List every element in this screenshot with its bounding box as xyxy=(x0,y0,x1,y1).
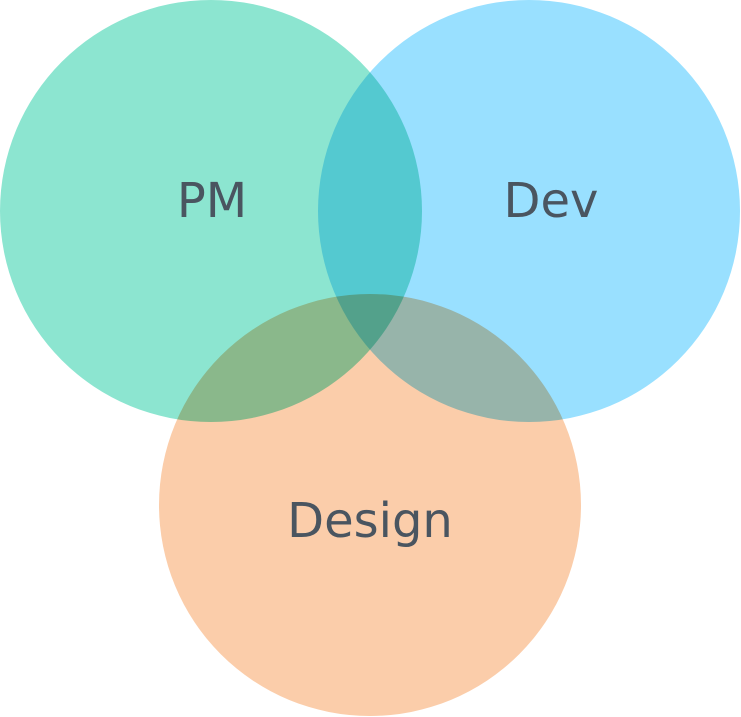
dev-label: Dev xyxy=(504,173,599,229)
design-label: Design xyxy=(287,493,453,549)
pm-label: PM xyxy=(177,173,247,229)
venn-labels: PM Dev Design xyxy=(177,173,599,549)
design-circle xyxy=(159,294,581,716)
